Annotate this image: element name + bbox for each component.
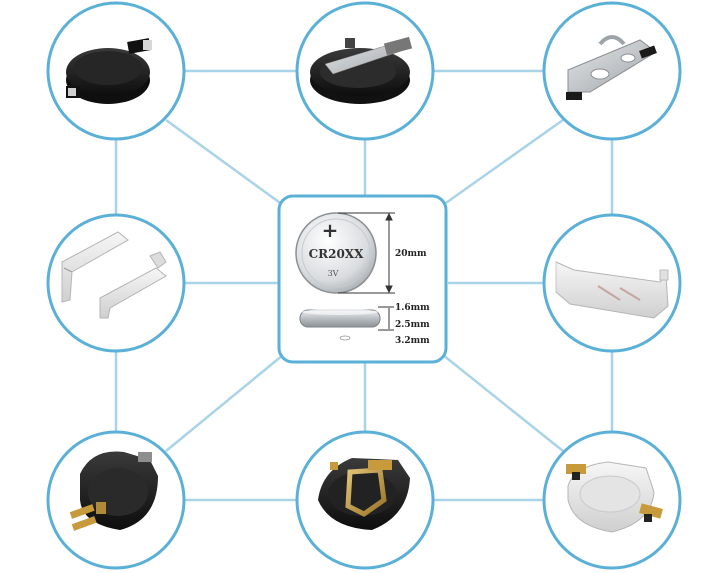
black-smd-holder-image: [66, 38, 152, 104]
holder-node-bottom-right: [542, 430, 682, 570]
battery-voltage-label: 3V: [328, 269, 339, 278]
connector-lines: [114, 69, 614, 502]
holder-node-bottom-left: [46, 430, 186, 570]
diameter-dimension: [338, 212, 395, 294]
holder-node-top-center: [295, 1, 435, 141]
white-holder-brass-tabs-image: [566, 461, 663, 533]
coin-cell-front: + CR20XX 3V: [295, 212, 377, 294]
coin-cell-side: [299, 309, 381, 341]
thickness-label-3: 3.2mm: [395, 336, 430, 346]
connector-line: [165, 354, 284, 452]
thickness-label-2: 2.5mm: [395, 320, 430, 330]
holder-node-top-left: [46, 1, 186, 141]
black-tht-holder-image: [69, 451, 158, 531]
thickness-dimension: [378, 306, 394, 331]
battery-model-label: CR20XX: [309, 247, 365, 261]
white-clip-pair-image: [61, 231, 167, 319]
holder-node-middle-left: [46, 213, 186, 353]
connector-line: [442, 354, 564, 452]
thickness-label-1: 1.6mm: [395, 303, 430, 313]
holder-node-middle-right: [542, 213, 682, 353]
white-tray-holder-image: [555, 261, 669, 319]
holder-node-bottom-center: [295, 430, 435, 570]
connector-line: [442, 118, 564, 207]
battery-plus-sign: +: [322, 218, 339, 242]
center-battery-panel: + CR20XX 3V 20mm 1.6mm 2.5mm 3.2mm: [277, 194, 448, 364]
connector-line: [165, 118, 284, 207]
black-holder-metal-clip-image: [310, 36, 413, 104]
metal-clip-contact-image: [566, 35, 657, 100]
holder-node-top-right: [542, 1, 682, 141]
diameter-label: 20mm: [395, 249, 427, 259]
black-holder-brass-clip-image: [318, 458, 410, 530]
